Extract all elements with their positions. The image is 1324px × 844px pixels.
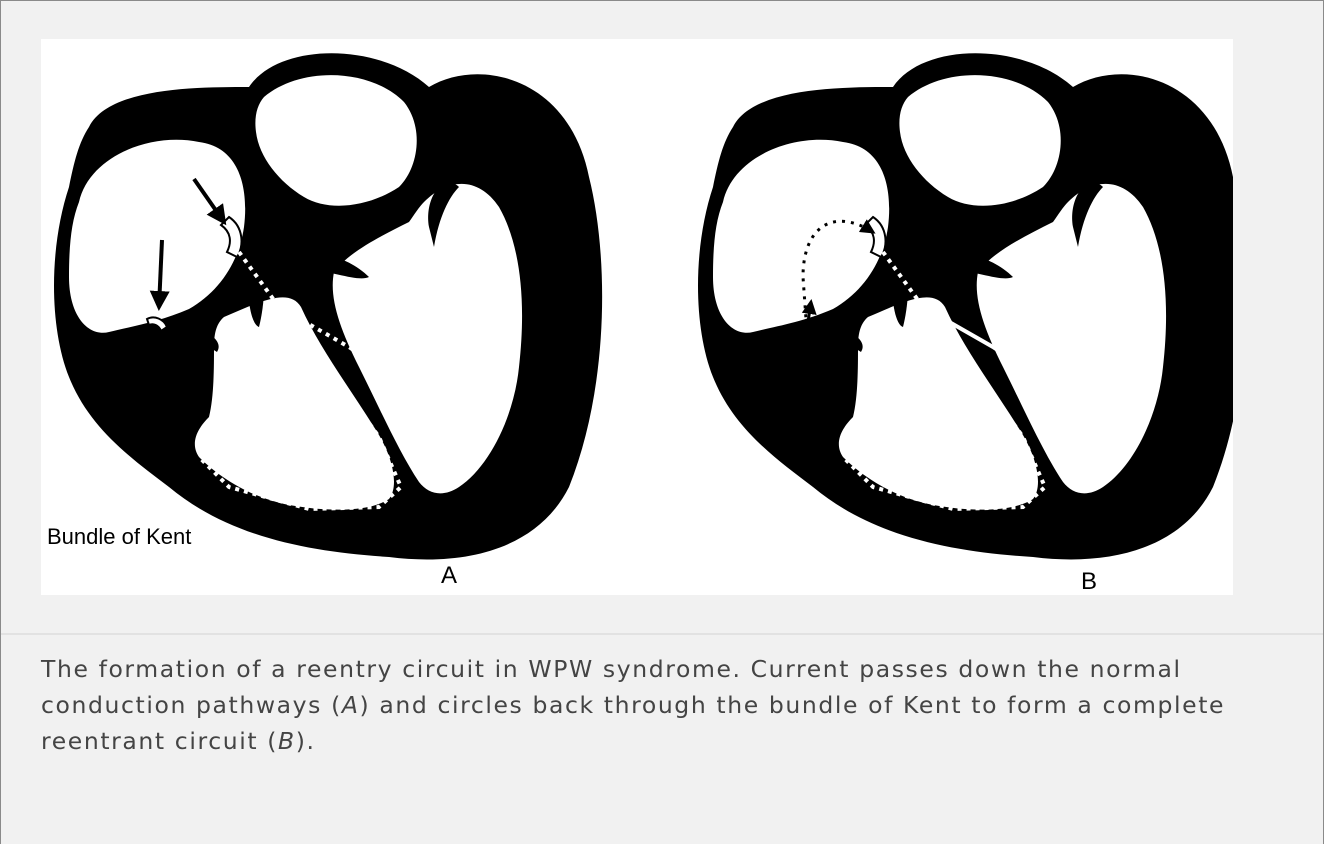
caption-text-3: ).	[296, 727, 316, 755]
panel-a-label: A	[441, 562, 457, 589]
kent-label: Bundle of Kent	[47, 524, 191, 549]
caption-ref-b: B	[278, 727, 296, 755]
figure-image: Bundle of Kent A B	[41, 39, 1233, 595]
panel-a-heart	[54, 53, 602, 559]
caption-ref-a: A	[342, 691, 360, 719]
caption-divider	[1, 633, 1323, 635]
heart-diagram: Bundle of Kent A B	[41, 39, 1233, 595]
panel-b-label: B	[1081, 568, 1097, 595]
panel-b-heart	[698, 53, 1233, 559]
figure-caption: The formation of a reentry circuit in WP…	[41, 651, 1291, 759]
figure-area: Bundle of Kent A B	[1, 1, 1323, 633]
